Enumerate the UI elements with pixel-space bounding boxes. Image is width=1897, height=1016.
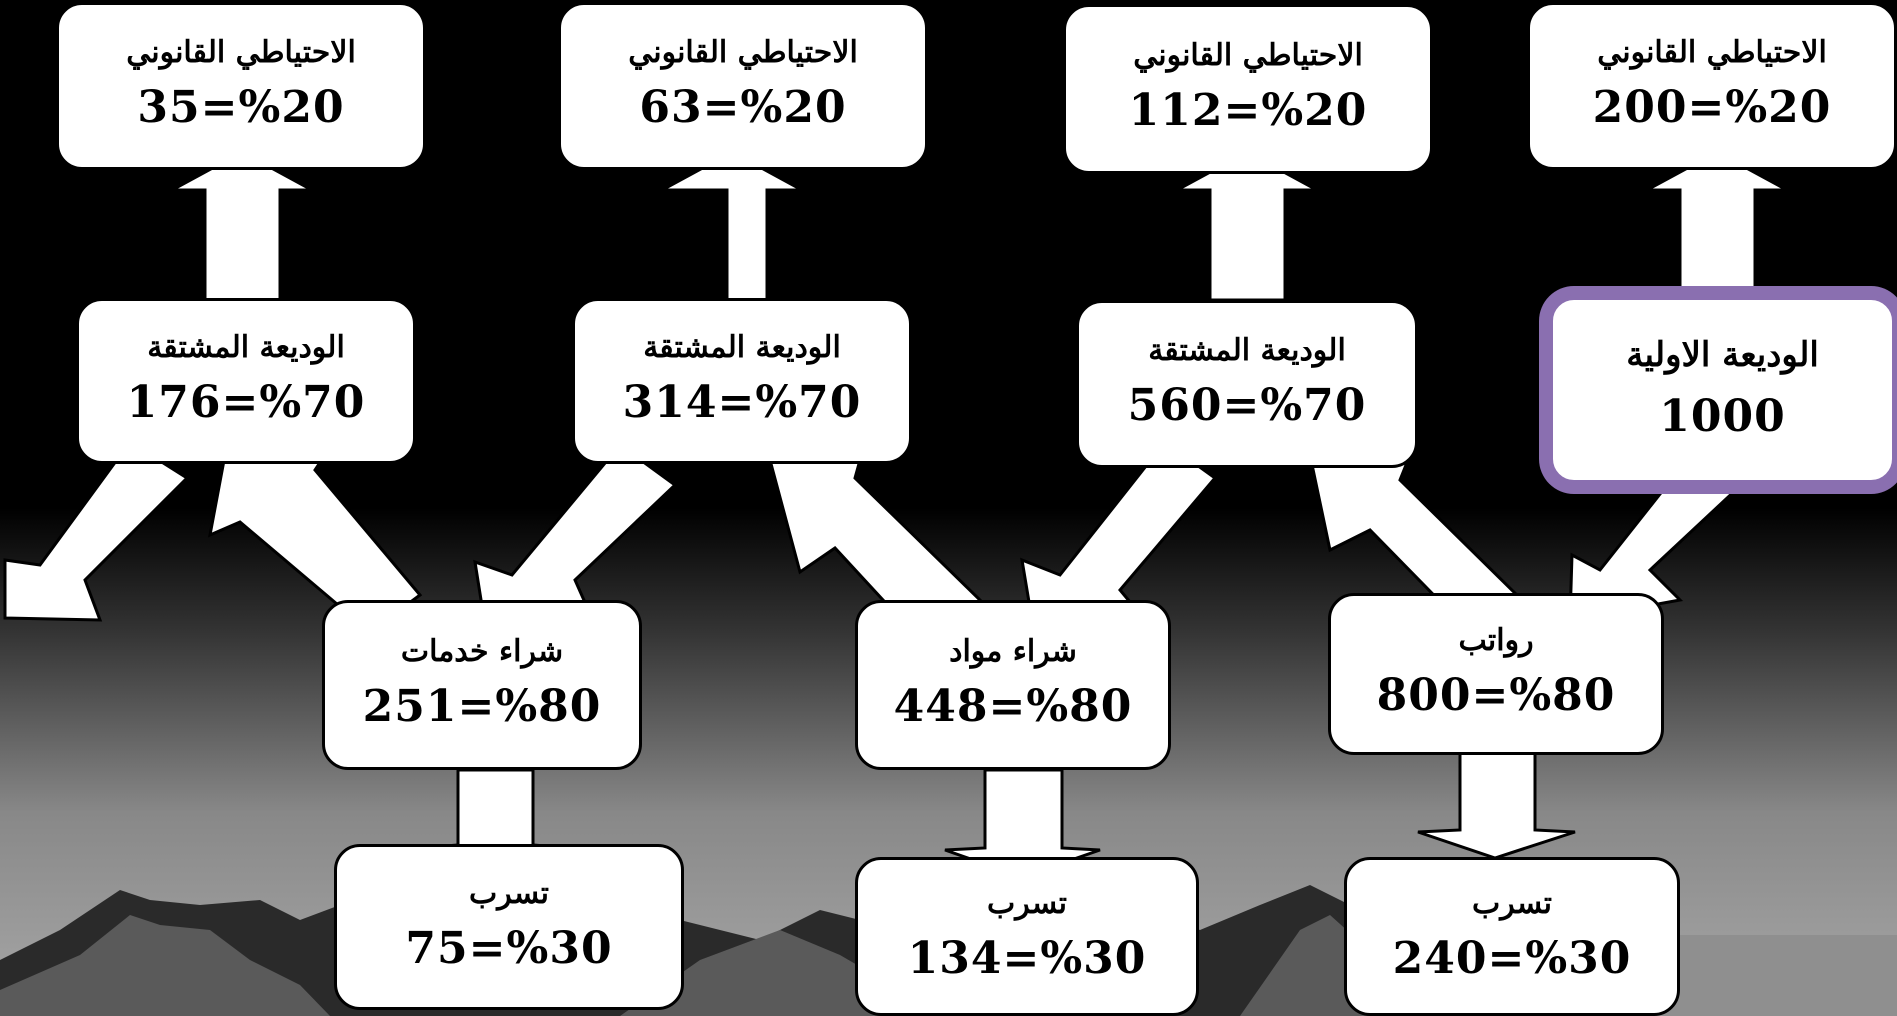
initial-deposit-box: الوديعة الاولية 1000 <box>1548 295 1897 485</box>
reserve-value: 35=%20 <box>137 82 345 134</box>
spending-value: 251=%80 <box>362 681 602 733</box>
reserve-box-4: الاحتياطي القانوني 200=%20 <box>1527 2 1897 170</box>
deposit-value: 176=%70 <box>126 377 366 429</box>
deposit-value: 560=%70 <box>1127 380 1367 432</box>
mountain-highlight <box>0 915 1420 1016</box>
deposit-box-2: الوديعة المشتقة 314=%70 <box>572 298 912 464</box>
spending-box-2: شراء مواد 448=%80 <box>855 600 1171 770</box>
reserve-value: 200=%20 <box>1592 82 1832 134</box>
reserve-value: 63=%20 <box>639 82 847 134</box>
reserve-value: 112=%20 <box>1128 85 1368 137</box>
reserve-label: الاحتياطي القانوني <box>126 35 356 71</box>
deposit-box-3: الوديعة المشتقة 560=%70 <box>1076 300 1418 468</box>
initial-deposit-label: الوديعة الاولية <box>1626 335 1819 375</box>
reserve-label: الاحتياطي القانوني <box>628 35 858 71</box>
arrows <box>3 150 1788 879</box>
leakage-label: تسرب <box>1472 885 1552 921</box>
deposit-box-1: الوديعة المشتقة 176=%70 <box>76 298 416 464</box>
leakage-box-3: تسرب 240=%30 <box>1344 857 1680 1016</box>
spending-label: شراء خدمات <box>400 634 564 670</box>
arrow-up-4 <box>1646 150 1788 302</box>
deposit-label: الوديعة المشتقة <box>147 330 345 366</box>
reserve-box-2: الاحتياطي القانوني 63=%20 <box>558 2 928 170</box>
leakage-value: 75=%30 <box>405 923 613 975</box>
leakage-label: تسرب <box>987 885 1067 921</box>
arrow-diag-4 <box>3 439 190 622</box>
leakage-box-1: تسرب 75=%30 <box>334 844 684 1010</box>
spending-box-3: رواتب 800=%80 <box>1328 593 1664 755</box>
deposit-label: الوديعة المشتقة <box>1148 333 1346 369</box>
spending-value: 448=%80 <box>893 681 1133 733</box>
reserve-label: الاحتياطي القانوني <box>1133 38 1363 74</box>
initial-deposit-value: 1000 <box>1659 390 1786 442</box>
arrow-down-3 <box>1417 750 1576 860</box>
deposit-label: الوديعة المشتقة <box>643 330 841 366</box>
leakage-label: تسرب <box>469 876 549 912</box>
spending-label: شراء مواد <box>949 634 1077 670</box>
leakage-box-2: تسرب 134=%30 <box>855 857 1199 1016</box>
arrow-up-1 <box>171 150 313 302</box>
reserve-box-1: الاحتياطي القانوني 35=%20 <box>56 2 426 170</box>
deposit-value: 314=%70 <box>622 377 862 429</box>
arrow-up-2 <box>661 150 803 302</box>
leakage-value: 134=%30 <box>907 932 1147 984</box>
spending-value: 800=%80 <box>1376 670 1616 722</box>
spending-box-1: شراء خدمات 251=%80 <box>322 600 642 770</box>
reserve-label: الاحتياطي القانوني <box>1597 35 1827 71</box>
reserve-box-3: الاحتياطي القانوني 112=%20 <box>1063 4 1433 174</box>
leakage-value: 240=%30 <box>1392 932 1632 984</box>
spending-label: رواتب <box>1458 623 1534 659</box>
